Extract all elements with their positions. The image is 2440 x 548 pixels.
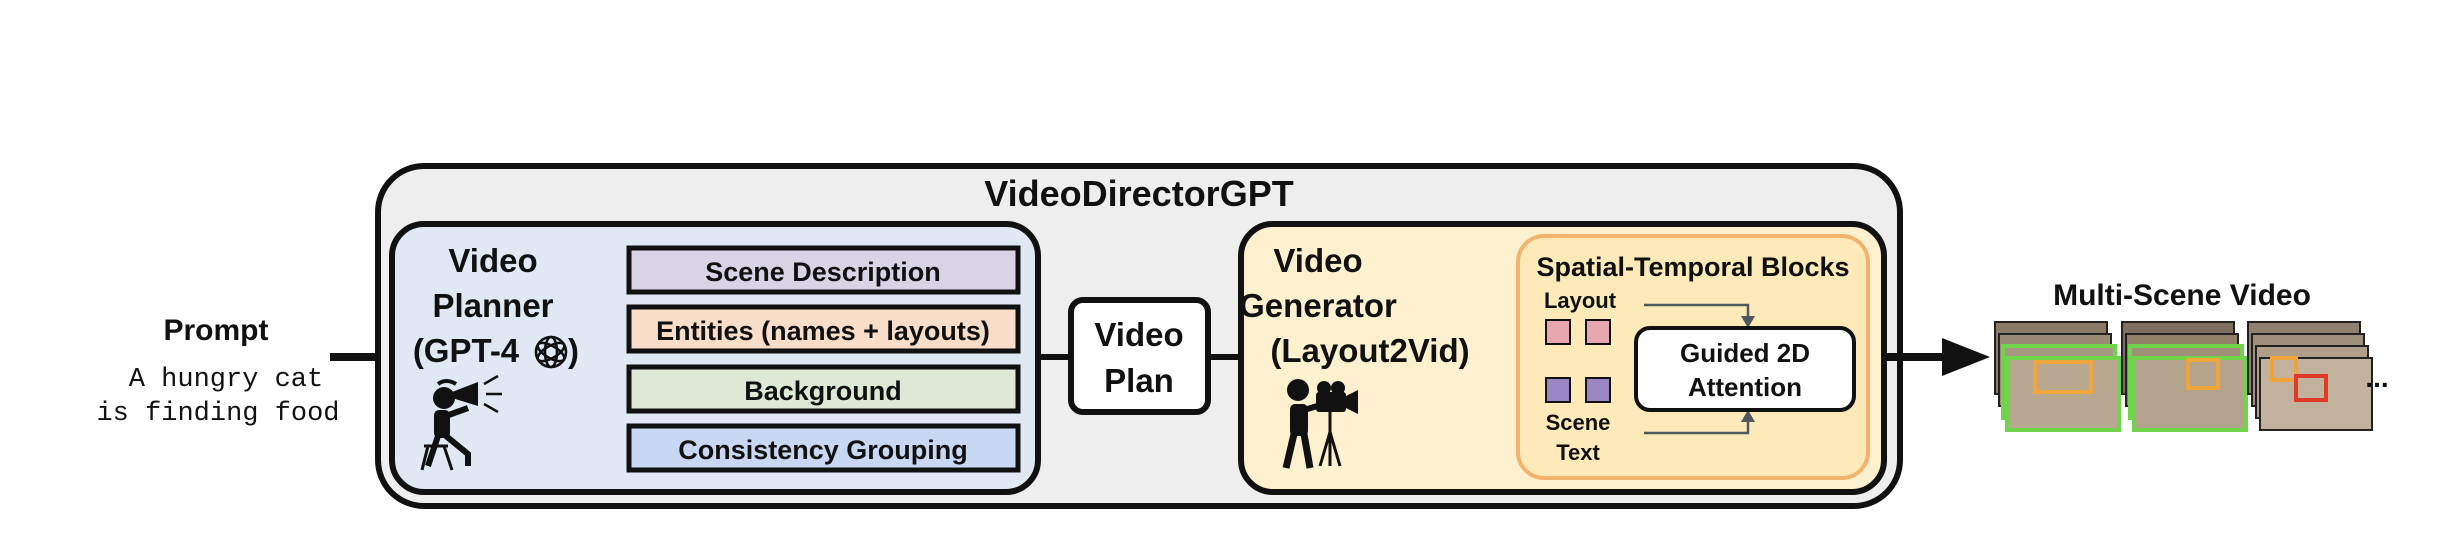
entities-box	[626, 304, 1021, 354]
text-arrow	[1644, 410, 1755, 435]
object-layout-box	[2033, 360, 2093, 394]
video-frame-stack-3	[2247, 321, 2373, 431]
scene-text-label-line-1: Scene	[1546, 410, 1611, 435]
scene-description-label: Scene Description	[705, 257, 941, 287]
layout-label: Layout	[1544, 288, 1617, 313]
food-layout-box	[2294, 374, 2328, 402]
text-token-2	[1585, 377, 1611, 403]
guided-attention-line-2: Attention	[1688, 372, 1802, 402]
prompt-section: Prompt A hungry cat is finding food	[96, 314, 339, 429]
camera-operator-icon	[1282, 379, 1358, 469]
layout-token-1	[1545, 319, 1571, 345]
video-frames	[1994, 321, 2373, 432]
video-generator: Video Generator (Layout2Vid) Spatial-Tem…	[1238, 221, 1887, 495]
planner-title-line-3: (GPT-4	[413, 332, 520, 369]
object-layout-box	[2186, 358, 2220, 390]
object-layout-box	[2270, 356, 2298, 382]
entities-label: Entities (names + layouts)	[656, 316, 990, 346]
layout-arrow	[1644, 303, 1755, 328]
background-label: Background	[744, 376, 902, 406]
guided-attention-line-1: Guided 2D	[1680, 338, 1810, 368]
video-frame-stack-1	[1994, 321, 2121, 432]
text-token-1	[1545, 377, 1571, 403]
planner-field-scene-description: Scene Description	[626, 245, 1021, 295]
video-plan-line-1: Video	[1094, 316, 1183, 353]
planner-title-close: )	[568, 332, 579, 369]
layout-token-2	[1585, 319, 1611, 345]
video-frame	[2259, 357, 2373, 431]
consistency-grouping-label: Consistency Grouping	[678, 435, 968, 465]
planner-field-background: Background	[626, 364, 1021, 414]
planner-field-entities: Entities (names + layouts)	[626, 304, 1021, 354]
spatial-temporal-blocks-title: Spatial-Temporal Blocks	[1536, 252, 1849, 282]
prompt-line-1: A hungry cat	[129, 365, 323, 395]
prompt-line-2: is finding food	[96, 399, 339, 429]
video-planner: Video Planner (GPT-4 ) Scene Description	[389, 221, 1041, 495]
planner-title-line-1: Video	[448, 242, 537, 279]
scene-description-box	[626, 245, 1021, 295]
generator-title-line-1: Video	[1273, 242, 1362, 279]
video-plan-line-2: Plan	[1104, 362, 1174, 399]
system-title: VideoDirectorGPT	[984, 173, 1293, 214]
director-megaphone-icon	[420, 374, 502, 471]
video-plan-box	[1068, 297, 1211, 415]
video-plan: Video Plan	[1068, 297, 1211, 415]
scene-text-label-line-2: Text	[1556, 440, 1600, 465]
consistency-grouping-box	[626, 423, 1021, 473]
generator-title-line-3: (Layout2Vid)	[1270, 332, 1469, 369]
output-title: Multi-Scene Video	[2053, 279, 2311, 312]
prompt-title: Prompt	[164, 314, 269, 347]
spatial-temporal-blocks: Spatial-Temporal Blocks Layout Scene Tex…	[1516, 234, 1870, 480]
planner-title-line-2: Planner	[432, 287, 553, 324]
video-frame-stack-2	[2121, 321, 2248, 432]
output-ellipsis: ...	[2365, 362, 2388, 393]
openai-logo-icon	[534, 335, 568, 369]
multi-scene-video: Multi-Scene Video ...	[1994, 279, 2389, 432]
output-arrow	[1884, 338, 1990, 376]
background-box	[626, 364, 1021, 414]
generator-title-line-2: Generator	[1239, 287, 1397, 324]
planner-field-consistency-grouping: Consistency Grouping	[626, 423, 1021, 473]
guided-attention-box	[1634, 326, 1856, 412]
